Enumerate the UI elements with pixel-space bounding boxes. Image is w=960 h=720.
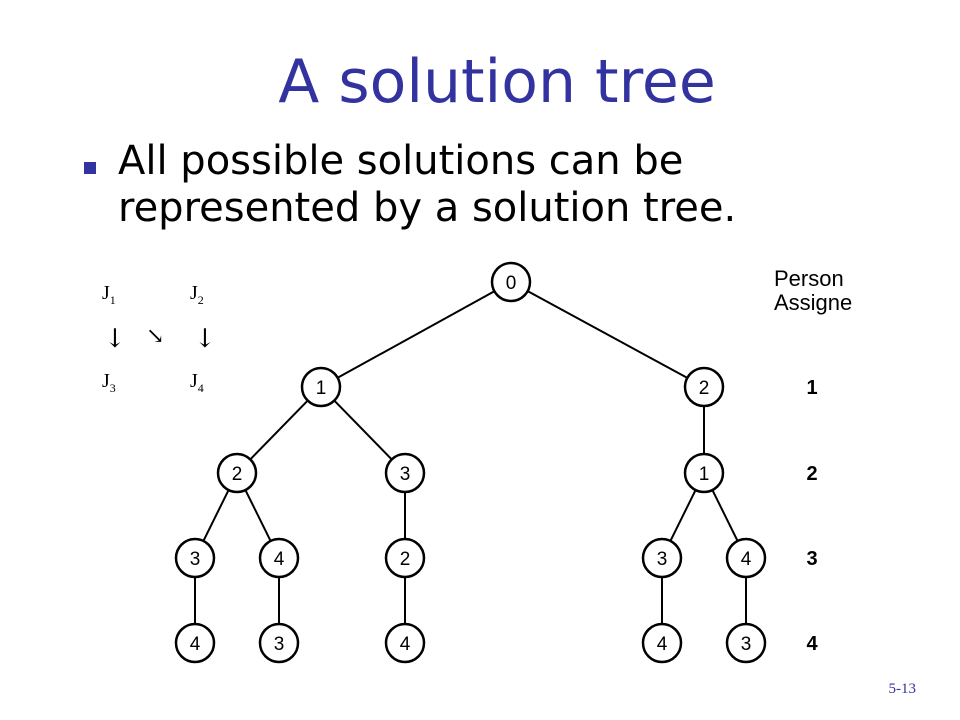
node-label: 4 <box>274 549 285 570</box>
node-circle <box>683 366 725 408</box>
tree-edges <box>194 290 747 624</box>
node-circle <box>641 537 683 579</box>
legend-j3: J3 <box>102 370 116 395</box>
node-label: 3 <box>657 549 668 570</box>
node-circle <box>258 537 300 579</box>
tree-node-a1yy: 3 <box>258 622 300 664</box>
tree-edge-root-b <box>527 290 688 379</box>
tree-edge-b1-b1y <box>711 489 739 542</box>
tree-edge-b1-b1x <box>669 489 697 542</box>
tree-nodes: 0 1 2 2 3 1 3 4 2 3 4 4 3 4 4 3 <box>174 261 767 664</box>
bullet-square-icon <box>84 162 96 174</box>
node-label: 4 <box>741 549 752 570</box>
tree-node-a1xx: 4 <box>174 622 216 664</box>
side-level-4: 4 <box>806 633 818 655</box>
tree-edge-root-a <box>337 290 495 379</box>
tree-node-b1yy: 3 <box>725 622 767 664</box>
down-arrow-icon: ↓ <box>194 324 216 354</box>
tree-node-b1xx: 4 <box>641 622 683 664</box>
tree-node-a2: 3 <box>384 452 426 494</box>
node-label: 3 <box>741 634 752 655</box>
node-label: 3 <box>274 634 285 655</box>
tree-edge-a-a1 <box>249 399 309 461</box>
person-assigned-column: Person Assigne 1 2 3 4 <box>774 266 852 655</box>
tree-node-b1y: 4 <box>725 537 767 579</box>
node-circle <box>641 622 683 664</box>
legend-j2: J2 <box>190 282 204 307</box>
legend-j4: J4 <box>190 370 204 395</box>
tree-node-b1x: 3 <box>641 537 683 579</box>
node-label: 4 <box>190 634 201 655</box>
node-circle <box>490 261 532 303</box>
tree-edge-a-a2 <box>333 399 393 461</box>
node-label: 0 <box>506 273 517 294</box>
bullet-text: All possible solutions can be represente… <box>118 138 737 231</box>
tree-node-a1y: 4 <box>258 537 300 579</box>
down-arrow-icon: ↓ <box>104 324 126 354</box>
slide-title: A solution tree <box>278 47 716 117</box>
side-level-3: 3 <box>806 548 817 570</box>
side-level-2: 2 <box>806 463 817 485</box>
node-circle <box>384 452 426 494</box>
slide-number: 5-13 <box>888 681 917 697</box>
tree-node-a2xx: 4 <box>384 622 426 664</box>
tree-node-a1: 2 <box>216 452 258 494</box>
legend-j1: J1 <box>102 282 116 307</box>
node-circle <box>384 537 426 579</box>
node-circle <box>216 452 258 494</box>
node-label: 4 <box>400 634 411 655</box>
node-circle <box>384 622 426 664</box>
tree-edge-a1-a1x <box>202 489 230 542</box>
node-label: 1 <box>699 464 710 485</box>
node-label: 3 <box>400 464 411 485</box>
tree-edge-a1-a1y <box>244 489 272 542</box>
tree-node-b: 2 <box>683 366 725 408</box>
node-label: 3 <box>190 549 201 570</box>
side-header-line1: Person <box>774 266 844 291</box>
side-level-1: 1 <box>806 377 817 399</box>
node-label: 2 <box>699 378 710 399</box>
node-label: 2 <box>232 464 243 485</box>
tree-node-b1: 1 <box>683 452 725 494</box>
node-circle <box>300 366 342 408</box>
job-order-legend: J1 J2 ↓ ↘ ↓ J3 J4 <box>90 280 230 400</box>
node-label: 4 <box>657 634 668 655</box>
tree-node-a2x: 2 <box>384 537 426 579</box>
tree-node-a: 1 <box>300 366 342 408</box>
side-header-line2: Assigne <box>774 290 852 315</box>
diagonal-arrow-icon: ↘ <box>146 324 165 349</box>
tree-node-a1x: 3 <box>174 537 216 579</box>
node-label: 1 <box>316 378 327 399</box>
node-label: 2 <box>400 549 411 570</box>
node-circle <box>174 622 216 664</box>
node-circle <box>258 622 300 664</box>
tree-node-root: 0 <box>490 261 532 303</box>
node-circle <box>725 537 767 579</box>
node-circle <box>174 537 216 579</box>
node-circle <box>683 452 725 494</box>
bullet-item: All possible solutions can be represente… <box>84 138 904 232</box>
node-circle <box>725 622 767 664</box>
